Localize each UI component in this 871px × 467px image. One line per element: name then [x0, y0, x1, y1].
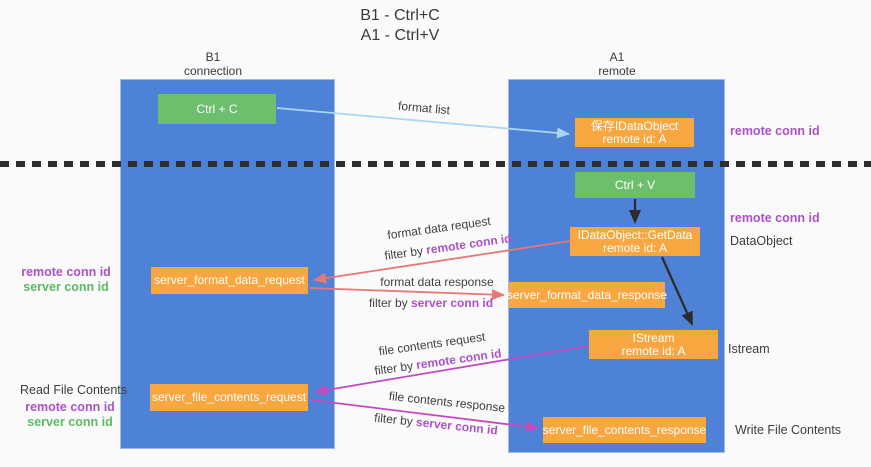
- ctrl-v-label: Ctrl + V: [614, 177, 656, 192]
- right-column-header: A1 remote: [562, 50, 672, 78]
- right-column-subtitle: remote: [598, 63, 636, 78]
- filter-by-text: filter by: [368, 296, 411, 310]
- filter-by-text: filter by: [383, 243, 428, 263]
- format-list-label: format list: [397, 98, 451, 118]
- server-conn-id-text: server conn id: [410, 296, 494, 310]
- right-remote-conn-id-1: remote conn id: [730, 124, 820, 138]
- server-format-data-request-label: server_format_data_request: [154, 273, 305, 287]
- getdata-box: IDataObject::GetData remote id: A: [570, 227, 700, 256]
- server-format-data-response-label: server_format_data_response: [506, 287, 668, 302]
- right-remote-conn-id-2: remote conn id: [730, 211, 820, 225]
- title-line-1: B1 - Ctrl+C: [360, 7, 440, 24]
- server-conn-id-text: server conn id: [415, 414, 499, 438]
- server-file-contents-response-label: server_file_contents_response: [542, 422, 707, 437]
- diagram-title: B1 - Ctrl+C A1 - Ctrl+V: [310, 6, 490, 46]
- left-server-conn-id-1: server conn id: [23, 279, 109, 294]
- istream-line2: remote id: A: [621, 343, 686, 358]
- ctrl-c-box: Ctrl + C: [158, 94, 276, 124]
- left-remote-conn-id-1: remote conn id: [21, 265, 111, 279]
- format-data-response-label: format data response: [380, 275, 494, 289]
- istream-line1: IStream: [632, 330, 675, 345]
- right-column-name: A1: [609, 50, 625, 64]
- read-file-contents-label: Read File Contents: [20, 383, 128, 397]
- left-column-name: B1: [205, 50, 221, 64]
- save-dataobject-line2: remote id: A: [602, 131, 667, 146]
- left-server-conn-id-2: server conn id: [27, 414, 113, 429]
- file-contents-response-label: file contents response: [388, 388, 506, 416]
- write-file-contents-label: Write File Contents: [735, 423, 842, 437]
- save-dataobject-line1: 保存IDataObject: [590, 118, 679, 133]
- arrow-format-data-response: [309, 287, 505, 301]
- getdata-line2: remote id: A: [602, 240, 668, 255]
- save-dataobject-box: 保存IDataObject remote id: A: [575, 118, 694, 147]
- server-file-contents-request-box: server_file_contents_request: [150, 384, 308, 411]
- server-file-contents-response-box: server_file_contents_response: [543, 417, 706, 443]
- dataobject-label: DataObject: [730, 234, 793, 248]
- filter-by-text: filter by: [373, 358, 418, 378]
- server-format-data-response-box: server_format_data_response: [506, 282, 668, 308]
- getdata-line1: IDataObject::GetData: [577, 227, 693, 242]
- left-remote-conn-id-2: remote conn id: [25, 400, 115, 414]
- left-column-subtitle: connection: [183, 63, 243, 78]
- file-contents-response-filter-label: filter by server conn id: [374, 411, 499, 438]
- server-file-contents-request-label: server_file_contents_request: [151, 390, 307, 404]
- format-data-response-filter-label: filter by server conn id: [369, 296, 493, 310]
- istream-side-label: Istream: [728, 342, 770, 356]
- ctrl-c-label: Ctrl + C: [196, 101, 238, 116]
- left-column-header: B1 connection: [158, 50, 268, 78]
- ctrl-v-box: Ctrl + V: [575, 172, 695, 198]
- server-format-data-request-box: server_format_data_request: [151, 267, 308, 294]
- filter-by-text: filter by: [373, 410, 417, 429]
- title-line-2: A1 - Ctrl+V: [360, 27, 440, 44]
- left-conn-id-pair-1: remote conn id server conn id: [18, 265, 114, 294]
- istream-box: IStream remote id: A: [589, 330, 718, 359]
- left-conn-id-pair-2: remote conn id server conn id: [20, 400, 120, 429]
